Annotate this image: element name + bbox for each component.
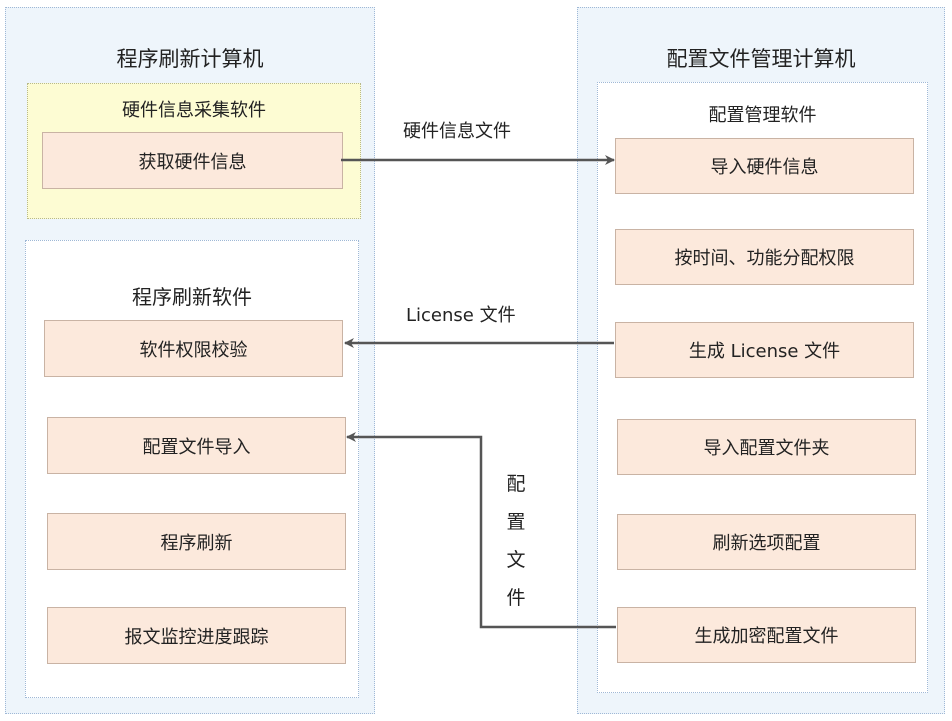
- refresh-options-box: 刷新选项配置: [617, 514, 916, 570]
- license-file-label: License 文件: [406, 305, 516, 326]
- config-manager-panel: 配置管理软件 导入硬件信息 按时间、功能分配权限 生成 License 文件 导…: [597, 82, 928, 693]
- import-hardware-info-box: 导入硬件信息: [615, 138, 914, 194]
- config-file-arrow: [346, 432, 616, 629]
- config-file-label: 配 置 文 件: [504, 465, 528, 617]
- assign-permission-box: 按时间、功能分配权限: [615, 229, 914, 285]
- generate-license-box: 生成 License 文件: [615, 322, 914, 378]
- program-refresh-panel: 程序刷新软件 软件权限校验 配置文件导入 程序刷新 报文监控进度跟踪: [25, 240, 359, 698]
- hardware-collector-title: 硬件信息采集软件: [122, 100, 266, 121]
- config-file-char: 配: [506, 473, 526, 495]
- program-refresh-box: 程序刷新: [47, 513, 346, 570]
- message-monitor-box: 报文监控进度跟踪: [47, 607, 346, 664]
- right-computer-title: 配置文件管理计算机: [666, 47, 856, 71]
- config-file-char: 置: [506, 511, 526, 533]
- program-refresh-title: 程序刷新软件: [132, 285, 252, 309]
- hardware-collector-panel: 硬件信息采集软件 获取硬件信息: [27, 83, 361, 219]
- config-file-char: 件: [506, 587, 526, 609]
- config-file-char: 文: [506, 549, 526, 571]
- config-manager-title: 配置管理软件: [708, 105, 817, 126]
- left-computer-panel: 程序刷新计算机 硬件信息采集软件 获取硬件信息 程序刷新软件 软件权限校验 配置…: [5, 7, 375, 714]
- generate-encrypted-config-box: 生成加密配置文件: [617, 607, 916, 663]
- hardware-file-label: 硬件信息文件: [403, 121, 511, 142]
- permission-check-box: 软件权限校验: [44, 320, 343, 377]
- get-hardware-info-box: 获取硬件信息: [42, 132, 343, 189]
- left-computer-title: 程序刷新计算机: [116, 47, 264, 71]
- import-config-folder-box: 导入配置文件夹: [617, 419, 916, 475]
- config-import-box: 配置文件导入: [47, 417, 346, 474]
- right-computer-panel: 配置文件管理计算机 配置管理软件 导入硬件信息 按时间、功能分配权限 生成 Li…: [577, 7, 945, 714]
